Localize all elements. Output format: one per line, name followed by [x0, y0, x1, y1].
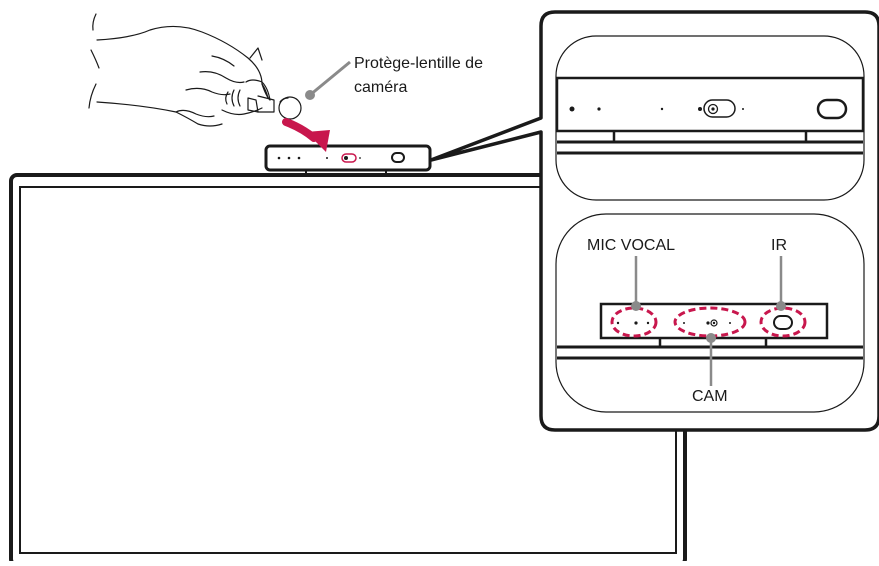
ir-label: IR — [771, 237, 787, 254]
lens-cover-label-line2: caméra — [354, 79, 408, 96]
lens-cover-label-line1: Protège-lentille de — [354, 55, 483, 72]
label-leaders — [631, 256, 786, 386]
curved-arrow-icon — [282, 118, 330, 152]
lens-cover-pointer — [305, 60, 351, 100]
hand-holding-lens-cover-icon — [88, 13, 302, 127]
cam-label: CAM — [692, 388, 728, 405]
sensor-detail-panel — [555, 213, 865, 413]
lens-cover-detail-panel — [555, 35, 865, 201]
mic-label: MIC VOCAL — [587, 237, 676, 254]
lens-cover-label: Protège-lentille de caméra — [354, 52, 483, 100]
webcam-unit — [264, 144, 432, 176]
